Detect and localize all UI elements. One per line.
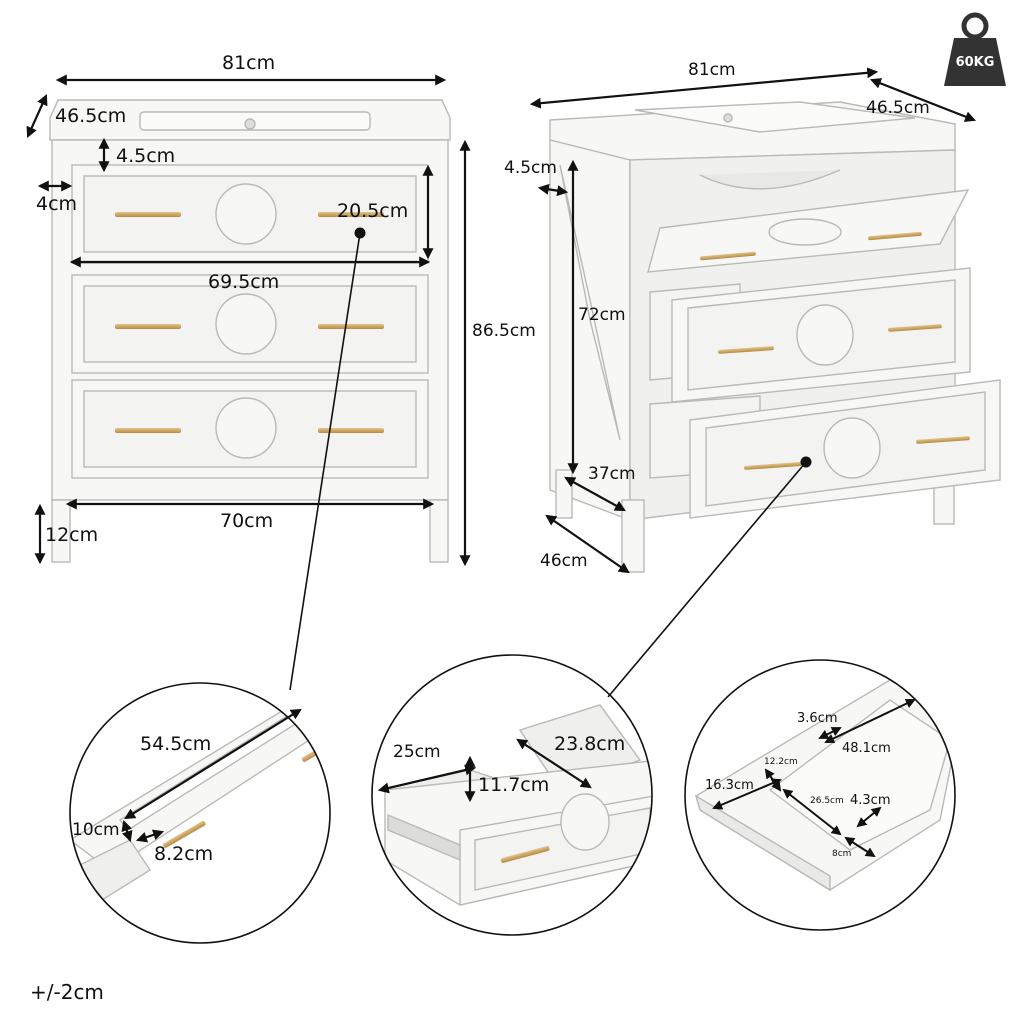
basin-dim-g-label: 8cm (832, 849, 852, 859)
detail-circle-drawer (371, 654, 653, 936)
side-width-top-label: 81cm (688, 60, 736, 80)
front-view-vanity (49, 99, 451, 563)
front-drawer-2 (71, 274, 429, 374)
front-leg-height-label: 12cm (45, 524, 99, 546)
weight-badge: 60KG (942, 8, 1008, 88)
basin-dim-e-label: 26.5cm (810, 796, 844, 806)
front-drawer-height-label: 20.5cm (337, 200, 409, 222)
front-total-height-label: 86.5cm (472, 321, 536, 341)
side-bottom-drawer (649, 379, 1001, 519)
detail-leader-lines (289, 232, 807, 698)
front-depth-top-label: 46.5cm (55, 105, 127, 127)
front-drawer-width-label: 69.5cm (208, 271, 280, 293)
front-top-thickness-label: 4.5cm (116, 145, 176, 167)
side-depth-top-label: 46.5cm (866, 98, 930, 118)
basin-dim-c-label: 12.2cm (764, 757, 798, 767)
basin-dim-f-label: 4.3cm (850, 793, 891, 808)
basin-dim-b-label: 48.1cm (842, 741, 891, 756)
basin-dim-d-label: 16.3cm (705, 778, 754, 793)
weight-icon (944, 12, 1006, 86)
drawer-height-label: 11.7cm (478, 774, 550, 796)
front-width-top-label: 81cm (222, 52, 276, 74)
side-middle-drawer (649, 267, 971, 403)
leader-dot-drawer (800, 456, 812, 468)
front-base-width-label: 70cm (220, 510, 274, 532)
detail-circle-tilt-drawer (69, 682, 331, 944)
detail-circle-basin (684, 659, 956, 931)
side-view-vanity (549, 101, 1001, 573)
drawer-depth-label: 25cm (393, 742, 441, 762)
front-drawer-1 (71, 164, 429, 264)
side-base-depth-label: 46cm (540, 551, 588, 571)
basin-dim-a-label: 3.6cm (797, 711, 838, 726)
front-side-frame-label: 4cm (36, 193, 78, 215)
side-tilt-drawer (647, 189, 970, 273)
tilt-drawer-height-label: 10cm (72, 820, 120, 840)
tolerance-note: +/-2cm (30, 980, 104, 1004)
side-cabinet-height-label: 72cm (578, 305, 626, 325)
weight-label: 60KG (955, 55, 995, 70)
front-dimension-arrows (26, 74, 471, 567)
tilt-drawer-depth-label: 8.2cm (154, 843, 214, 865)
tilt-drawer-length-label: 54.5cm (140, 733, 212, 755)
side-dimension-arrows (529, 67, 977, 574)
front-drawer-3 (71, 379, 429, 479)
leader-dot-tilt-drawer (354, 227, 366, 239)
side-thickness-label: 4.5cm (504, 158, 557, 178)
side-inner-depth-label: 37cm (588, 464, 636, 484)
drawer-width-label: 23.8cm (554, 733, 626, 755)
